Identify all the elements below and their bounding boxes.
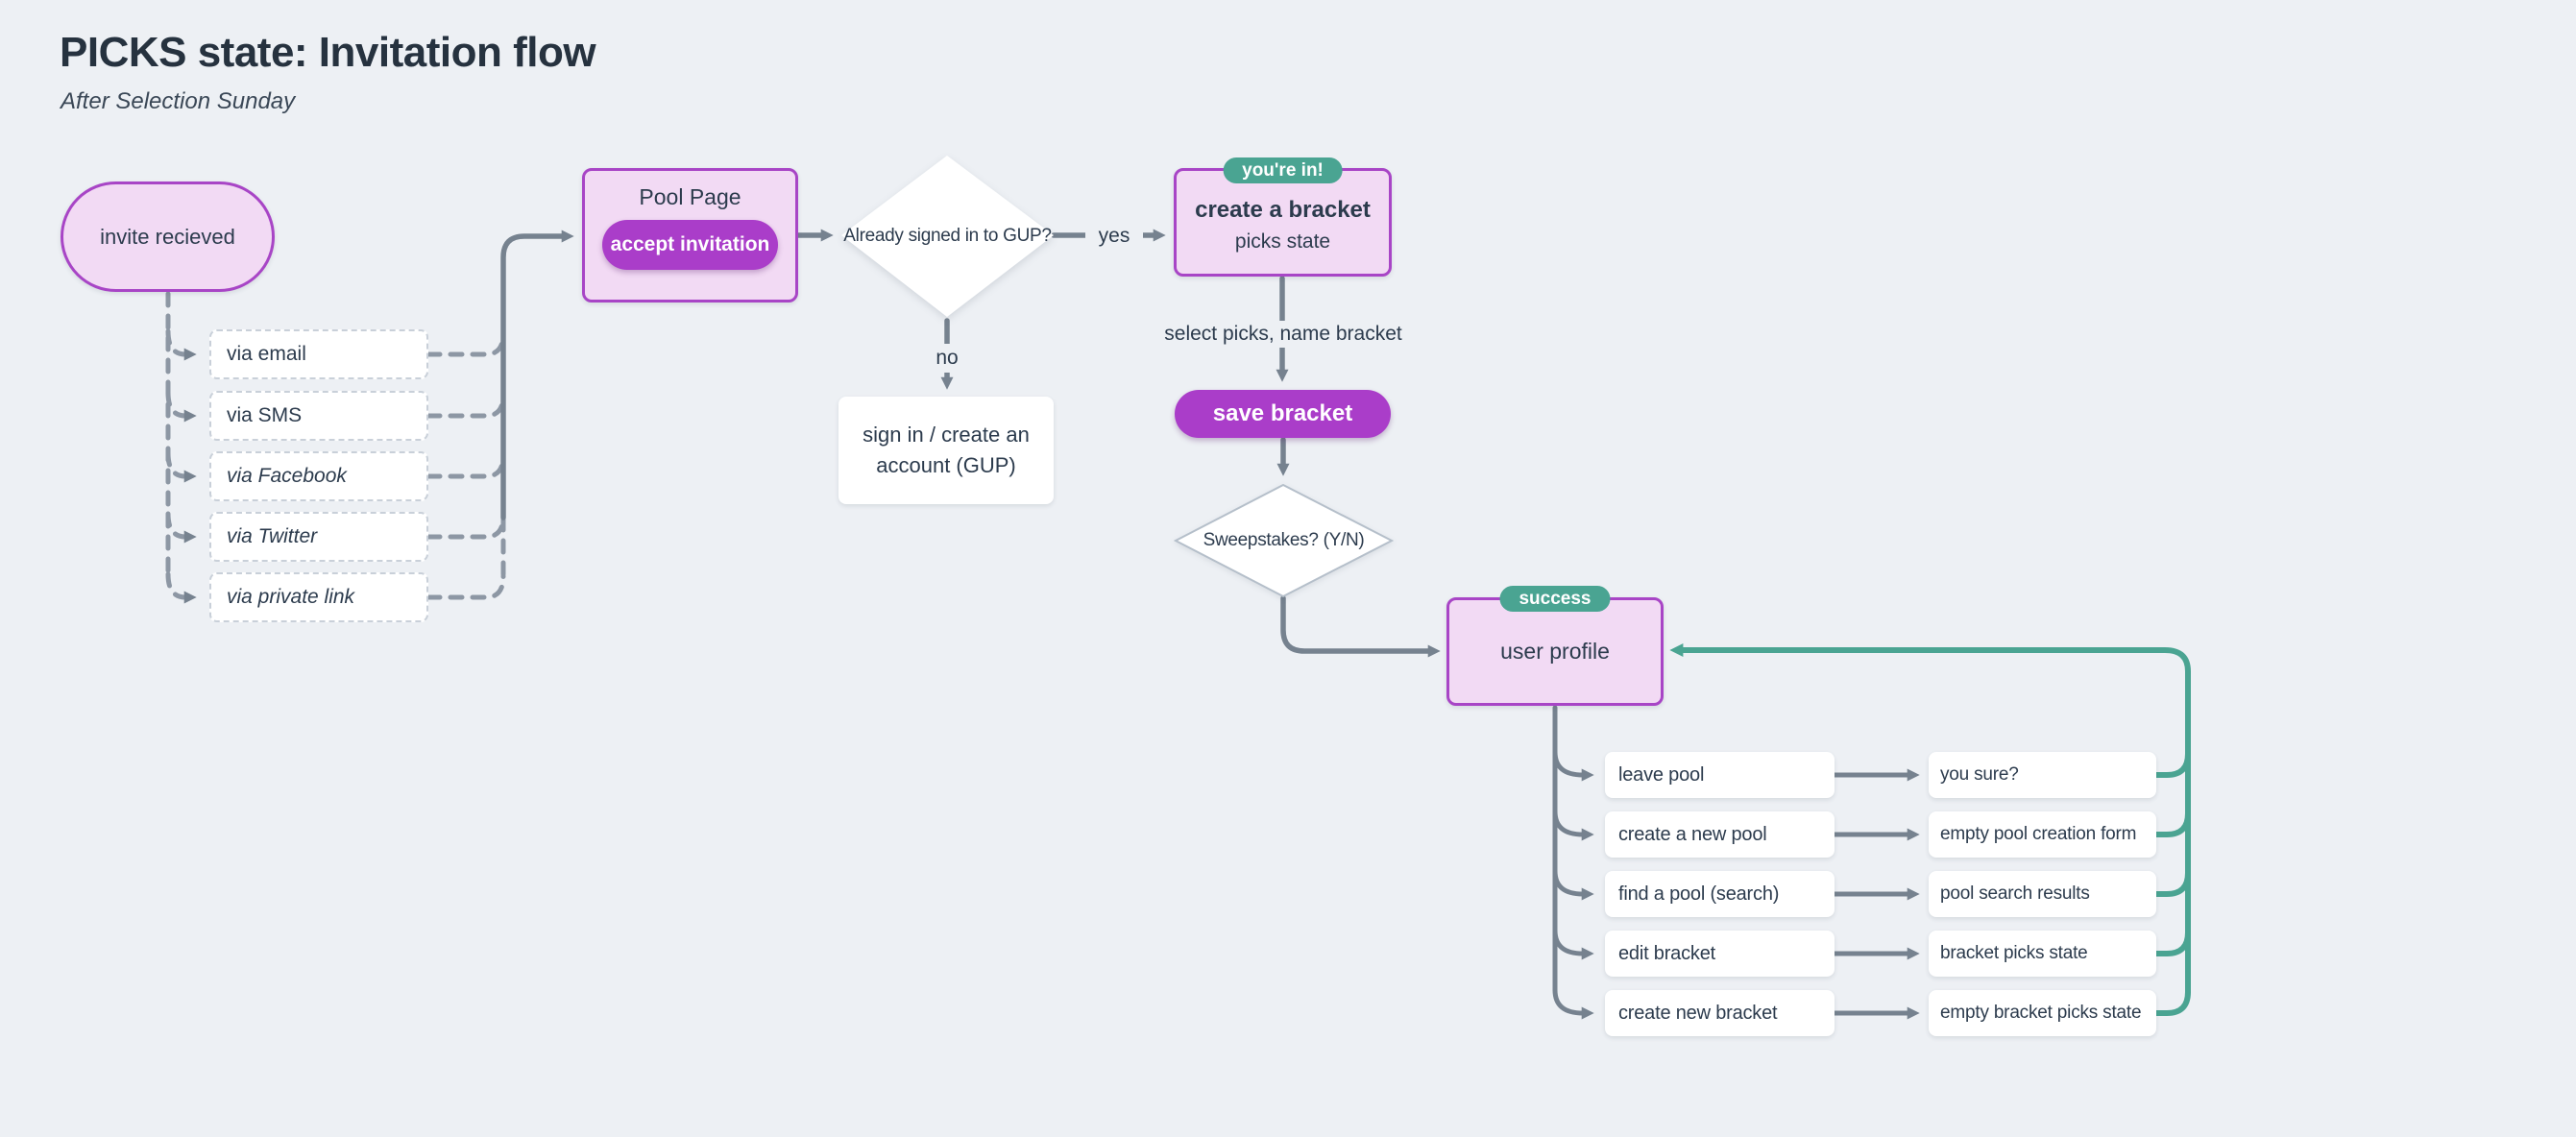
empty-bracket-picks-state-label: empty bracket picks state [1940, 1003, 2142, 1023]
empty-pool-creation-form-label: empty pool creation form [1940, 824, 2137, 844]
accept-invitation-label: accept invitation [610, 233, 770, 255]
pool-search-results-label: pool search results [1940, 883, 2090, 904]
edge-label-yes: yes [1085, 222, 1143, 251]
create-new-pool-label: create a new pool [1618, 823, 1767, 845]
leave-pool-label: leave pool [1618, 763, 1705, 786]
via-twitter-label: via Twitter [227, 525, 318, 547]
save-bracket-label: save bracket [1212, 400, 1353, 426]
via-facebook-label: via Facebook [227, 465, 347, 487]
invite-received-label: invite recieved [100, 224, 235, 249]
node-pool-page[interactable]: Pool Page accept invitation [582, 168, 798, 302]
bracket-picks-state-label: bracket picks state [1940, 943, 2088, 963]
accept-invitation-button[interactable]: accept invitation [602, 220, 778, 270]
via-email-label: via email [227, 343, 306, 365]
you-sure-label: you sure? [1940, 764, 2019, 785]
node-sign-in[interactable]: sign in / create an account (GUP) [838, 397, 1054, 504]
node-empty-pool-creation-form[interactable]: empty pool creation form [1929, 811, 2156, 858]
create-new-bracket-label: create new bracket [1618, 1002, 1778, 1024]
node-bracket-picks-state[interactable]: bracket picks state [1929, 931, 2156, 977]
node-find-pool[interactable]: find a pool (search) [1605, 871, 1835, 917]
via-private-link-label: via private link [227, 586, 355, 608]
node-via-private-link[interactable]: via private link [209, 572, 428, 622]
sweepstakes-question: Sweepstakes? (Y/N) [1203, 530, 1365, 550]
connector-sweepstakes-to-user-profile [1280, 595, 1441, 658]
create-bracket-subtitle: picks state [1234, 230, 1331, 253]
node-create-new-bracket[interactable]: create new bracket [1605, 990, 1835, 1036]
signed-in-question: Already signed in to GUP? [843, 226, 1052, 246]
success-badge: success [1499, 586, 1611, 612]
node-via-sms[interactable]: via SMS [209, 391, 428, 441]
page-title: PICKS state: Invitation flow [60, 29, 596, 76]
connector-results-loop-to-user-profile [1669, 643, 2191, 1016]
connector-via-options-to-pool-page [425, 230, 574, 600]
node-user-profile[interactable]: success user profile [1446, 586, 1664, 706]
node-create-bracket[interactable]: you're in! create a bracket picks state [1174, 157, 1392, 277]
decision-diamond-signed-in[interactable] [841, 156, 1054, 317]
connector-user-profile-to-actions [1552, 705, 1594, 1020]
page-subtitle: After Selection Sunday [61, 88, 296, 114]
find-pool-label: find a pool (search) [1618, 883, 1780, 905]
edge-label-no: no [928, 344, 966, 373]
decision-diamond-sweepstakes[interactable] [1173, 483, 1395, 598]
youre-in-badge: you're in! [1223, 157, 1343, 183]
node-via-facebook[interactable]: via Facebook [209, 451, 428, 501]
node-pool-search-results[interactable]: pool search results [1929, 871, 2156, 917]
node-via-twitter[interactable]: via Twitter [209, 512, 428, 562]
pool-page-title: Pool Page [639, 184, 741, 209]
sign-in-label: sign in / create an account (GUP) [863, 423, 1030, 477]
via-sms-label: via SMS [227, 404, 303, 426]
node-empty-bracket-picks-state[interactable]: empty bracket picks state [1929, 990, 2156, 1036]
edge-label-select-picks: select picks, name bracket [1157, 321, 1409, 348]
save-bracket-button[interactable]: save bracket [1175, 390, 1391, 438]
node-leave-pool[interactable]: leave pool [1605, 752, 1835, 798]
node-create-new-pool[interactable]: create a new pool [1605, 811, 1835, 858]
edit-bracket-label: edit bracket [1618, 942, 1715, 964]
user-profile-label: user profile [1500, 639, 1610, 664]
connector-actions-to-results [1824, 768, 1920, 1020]
create-bracket-title: create a bracket [1195, 197, 1371, 223]
connector-invite-to-via-options [165, 291, 197, 604]
node-invite-received[interactable]: invite recieved [61, 181, 275, 292]
node-you-sure[interactable]: you sure? [1929, 752, 2156, 798]
node-edit-bracket[interactable]: edit bracket [1605, 931, 1835, 977]
node-via-email[interactable]: via email [209, 329, 428, 379]
